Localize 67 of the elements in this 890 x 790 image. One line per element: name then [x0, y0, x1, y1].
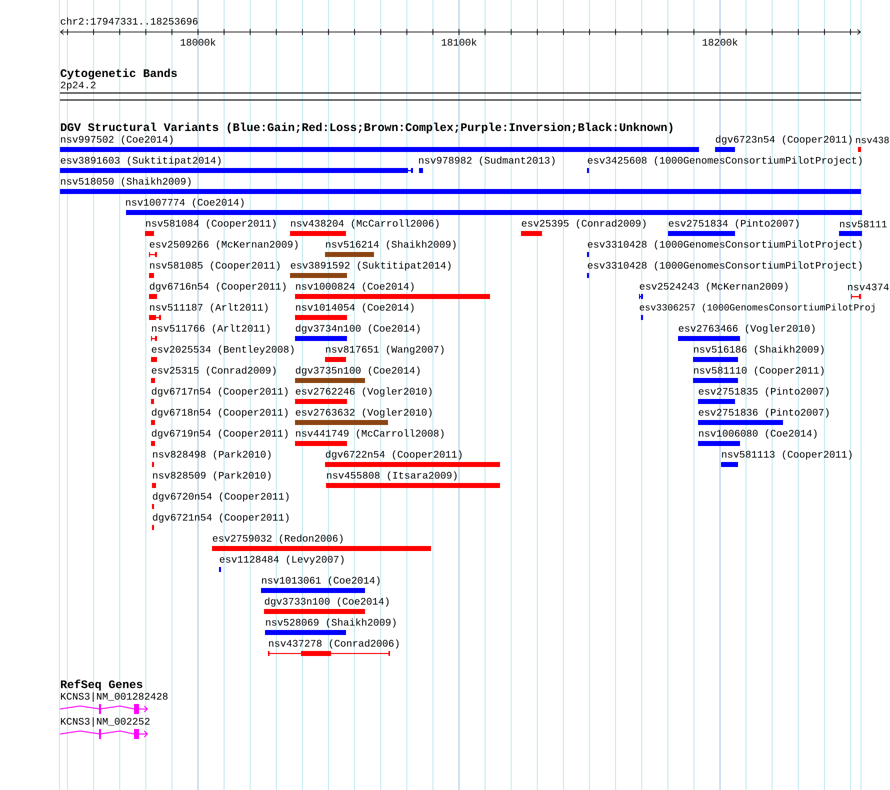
- feature-label: nsv516186 (Shaikh2009): [694, 345, 824, 355]
- tick-label: 18100k: [442, 38, 476, 46]
- feature-label: nsv1007774 (Coe2014): [126, 198, 244, 208]
- feature-label: esv3310428 (1000GenomesConsortiumPilotProject): [588, 261, 862, 271]
- feature-label: nsv437278 (Conrad2006): [269, 639, 399, 649]
- feature-label: nsv581113 (Cooper2011): [722, 450, 852, 460]
- feature-label: esv2763632 (Vogler2010): [296, 408, 432, 418]
- feature-label: nsv581085 (Cooper2011): [150, 261, 280, 271]
- feature-label: nsv581110 (Cooper2011): [694, 366, 824, 376]
- feature-label: nsv518050 (Shaikh2009): [61, 177, 191, 187]
- coordinate-label: chr2:17947331..18253696: [60, 17, 198, 25]
- feature-label: nsv58111: [840, 220, 887, 228]
- feature-label: dgv6722n54 (Cooper2011): [326, 450, 462, 460]
- feature-label: dgv6723n54 (Cooper2011): [716, 135, 852, 145]
- feature-label: dgv6716n54 (Cooper2011): [150, 282, 286, 292]
- feature-label: esv25395 (Conrad2009): [522, 219, 646, 229]
- feature-label: esv1128484 (Levy2007): [220, 555, 344, 565]
- feature-label: nsv978982 (Sudmant2013): [419, 156, 555, 166]
- feature-label: nsv455808 (Itsara2009): [327, 471, 457, 481]
- feature-label: esv2509266 (McKernan2009): [150, 240, 298, 250]
- feature-label: dgv3735n100 (Coe2014): [296, 366, 420, 376]
- feature-label: esv2751835 (Pinto2007): [698, 387, 829, 397]
- feature-label: nsv438: [856, 136, 889, 144]
- feature-label: esv2763466 (Vogler2010): [678, 324, 815, 334]
- feature-label: dgv6718n54 (Cooper2011): [152, 408, 288, 418]
- feature-label: nsv511187 (Arlt2011): [150, 303, 268, 313]
- feature-label: nsv4374: [848, 284, 889, 290]
- feature-label: esv2751836 (Pinto2007): [698, 408, 829, 418]
- feature-label: nsv817651 (Wang2007): [326, 345, 444, 355]
- feature-label: nsv1006080 (Coe2014): [699, 429, 817, 439]
- feature-label: esv2524243 (McKernan2009): [640, 282, 788, 292]
- feature-label: nsv997502 (Coe2014): [61, 135, 173, 145]
- feature-label: esv3891592 (Suktitipat2014): [290, 261, 451, 271]
- track-title: Cytogenetic Bands: [60, 68, 177, 80]
- feature-label: nsv828509 (Park2010): [153, 471, 271, 481]
- feature-label: esv2759032 (Redon2006): [212, 534, 343, 544]
- feature-label: nsv528069 (Shaikh2009): [266, 618, 396, 628]
- gene-label: KCNS3|NM_001282428: [61, 692, 168, 702]
- feature-label: nsv516214 (Shaikh2009): [326, 240, 456, 250]
- feature-label: esv25315 (Conrad2009): [152, 366, 276, 376]
- feature-label: dgv6721n54 (Cooper2011): [152, 513, 289, 523]
- feature-label: nsv828498 (Park2010): [153, 450, 271, 460]
- band-label: 2p24.2: [60, 82, 96, 90]
- feature-label: nsv581084 (Cooper2011): [146, 219, 276, 229]
- feature-label: esv2025534 (Bentley2008): [152, 345, 294, 355]
- feature-label: dgv3733n100 (Coe2014): [264, 597, 389, 607]
- feature-label: dgv6717n54 (Cooper2011): [152, 387, 288, 397]
- feature-label: dgv6719n54 (Cooper2011): [152, 429, 288, 439]
- feature-label: nsv1014054 (Coe2014): [296, 303, 414, 313]
- feature-label: nsv1013061 (Coe2014): [262, 576, 380, 586]
- tick-label: 18000k: [180, 38, 216, 46]
- feature-label: nsv438204 (McCarroll2006): [291, 219, 439, 229]
- feature-label: esv2762246 (Vogler2010): [296, 387, 432, 397]
- tick-label: 18200k: [702, 38, 738, 46]
- feature-label: nsv441749 (McCarroll2008): [296, 429, 444, 439]
- feature-label: esv3891603 (Suktitipat2014): [60, 156, 221, 166]
- feature-label: nsv1000824 (Coe2014): [296, 282, 414, 292]
- track-title: RefSeq Genes: [60, 680, 142, 690]
- feature-label: nsv511766 (Arlt2011): [152, 324, 270, 334]
- feature-label: esv3306257 (1000GenomesConsortiumPilotProj: [640, 304, 874, 312]
- feature-label: dgv6720n54 (Cooper2011): [152, 492, 289, 502]
- feature-label: dgv3734n100 (Coe2014): [296, 324, 420, 334]
- gene-label: KCNS3|NM_002252: [61, 717, 150, 727]
- feature-label: esv3310428 (1000GenomesConsortiumPilotProject): [588, 240, 862, 250]
- feature-label: esv3425608 (1000GenomesConsortiumPilotProject): [588, 156, 862, 166]
- track-title: DGV Structural Variants (Blue:Gain;Red:Loss;Brown:Complex;Purple:Inversion;Black:Unknown): [60, 122, 672, 134]
- feature-label: esv2751834 (Pinto2007): [668, 219, 799, 229]
